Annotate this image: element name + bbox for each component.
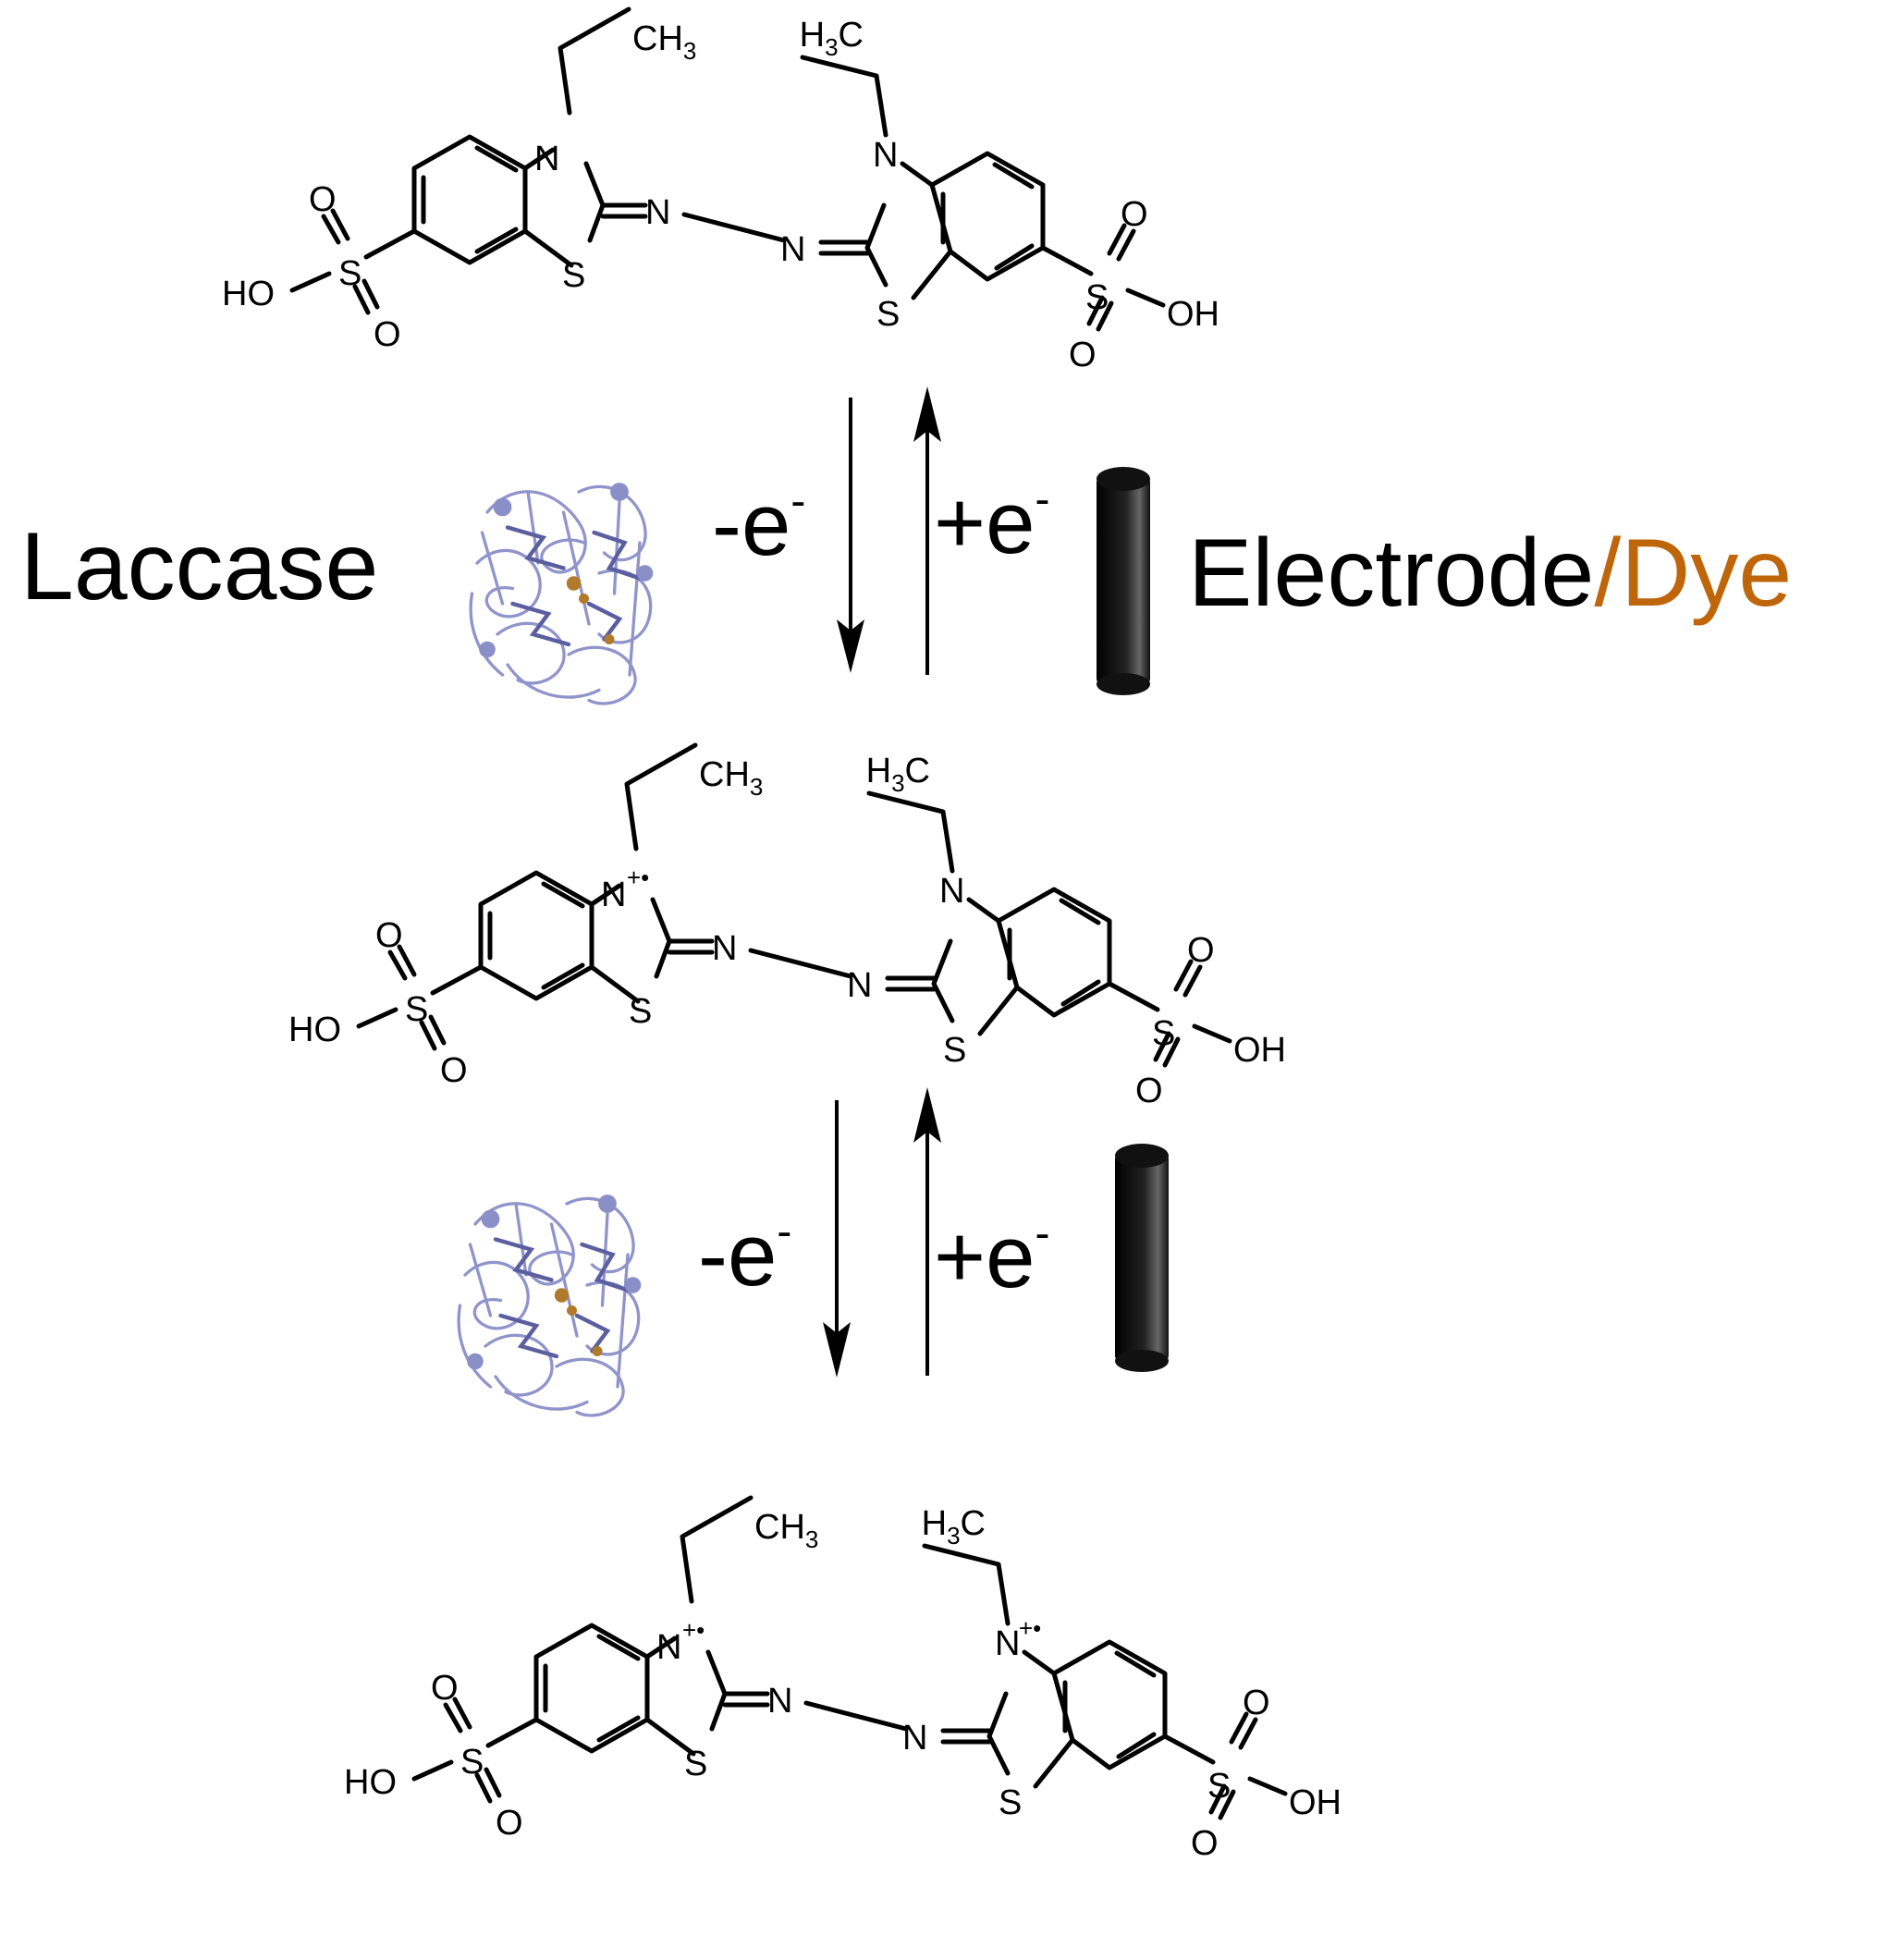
atom-n-azo-2: N: [847, 966, 872, 1005]
ethyl-ch3-left: CH3: [632, 19, 696, 65]
molecule-neutral: N S N N N S S O O HO S O O OH CH3 H3C: [222, 9, 1219, 374]
atom-n-left: N: [534, 140, 559, 178]
atom-s-left: S: [684, 1745, 707, 1783]
atom-n-azo-1: N: [712, 929, 737, 968]
atom-oh-right: OH: [1167, 295, 1219, 334]
atom-n-right: N: [873, 136, 898, 175]
atom-s-sulfo-left: S: [338, 254, 361, 293]
atom-s-sulfo-right: S: [1085, 278, 1109, 317]
atom-o-left-2: O: [440, 1051, 468, 1090]
electrode-cylinder-icon: [1097, 467, 1150, 695]
atom-o-left-2: O: [374, 315, 401, 354]
atom-o-right-2: O: [1191, 1824, 1219, 1863]
radical-cation-label-right: +•: [1019, 1614, 1041, 1642]
minus-e-label-2: -e-: [698, 1206, 791, 1305]
minus-e-label-1: -e-: [712, 475, 805, 574]
plus-e-label-2: +e-: [934, 1207, 1049, 1306]
atom-s-right: S: [999, 1783, 1022, 1822]
laccase-label: Laccase: [20, 513, 378, 620]
atom-ho-left: HO: [222, 275, 275, 313]
atom-ho-left: HO: [344, 1763, 397, 1802]
atom-s-right: S: [876, 295, 900, 334]
atom-s-right: S: [943, 1031, 966, 1070]
electrode-dye-label: Electrode/Dye: [1188, 520, 1792, 627]
molecule-diradical-dication: N +• S N N N +• S S O O HO S O O OH CH3 …: [344, 1498, 1342, 1863]
arrow-down-1: [837, 398, 864, 673]
radical-cation-label-left: +•: [627, 864, 649, 891]
atom-s-sulfo-right: S: [1152, 1014, 1175, 1053]
arrow-up-2: [913, 1087, 941, 1376]
electrode-cylinder-icon: [1115, 1144, 1169, 1372]
atom-oh-right: OH: [1233, 1031, 1286, 1070]
atom-n-left: N: [601, 876, 626, 914]
atom-o-left-2: O: [496, 1804, 523, 1843]
atom-o-right-2: O: [1135, 1072, 1163, 1110]
atom-o-right-1: O: [1121, 195, 1148, 234]
molecule-radical-cation: N +• S N N N S S O O HO S O O OH CH3 H3C: [288, 745, 1286, 1110]
laccase-protein-icon: [459, 1194, 641, 1415]
radical-cation-label-left: +•: [682, 1616, 705, 1644]
atom-o-left-1: O: [309, 180, 337, 219]
ethyl-h3c-right: H3C: [800, 16, 864, 61]
atom-o-left-1: O: [375, 916, 403, 955]
atom-n-left: N: [656, 1628, 681, 1667]
atom-ho-left: HO: [288, 1011, 341, 1049]
atom-s-sulfo-left: S: [460, 1743, 484, 1782]
ethyl-h3c-right: H3C: [922, 1504, 986, 1550]
atom-n-right: N: [995, 1624, 1020, 1663]
atom-o-right-1: O: [1187, 931, 1215, 970]
atom-o-right-2: O: [1069, 336, 1097, 374]
atom-oh-right: OH: [1289, 1783, 1342, 1822]
plus-e-label-1: +e-: [934, 473, 1049, 572]
atom-n-right: N: [939, 872, 964, 911]
ethyl-ch3-left: CH3: [699, 755, 763, 801]
atom-n-azo-2: N: [780, 230, 805, 269]
atom-s-sulfo-left: S: [405, 990, 428, 1029]
arrow-up-1: [913, 386, 941, 675]
atom-n-azo-2: N: [902, 1719, 927, 1758]
ethyl-h3c-right: H3C: [866, 752, 930, 797]
atom-o-left-1: O: [431, 1669, 459, 1708]
atom-o-right-1: O: [1243, 1684, 1270, 1722]
atom-n-azo-1: N: [767, 1682, 792, 1721]
atom-n-azo-1: N: [645, 193, 670, 232]
arrow-down-2: [823, 1100, 851, 1378]
laccase-protein-icon: [471, 483, 653, 704]
atom-s-sulfo-right: S: [1207, 1767, 1231, 1806]
atom-s-left: S: [562, 256, 585, 295]
atom-s-left: S: [629, 992, 652, 1031]
ethyl-ch3-left: CH3: [754, 1508, 818, 1553]
